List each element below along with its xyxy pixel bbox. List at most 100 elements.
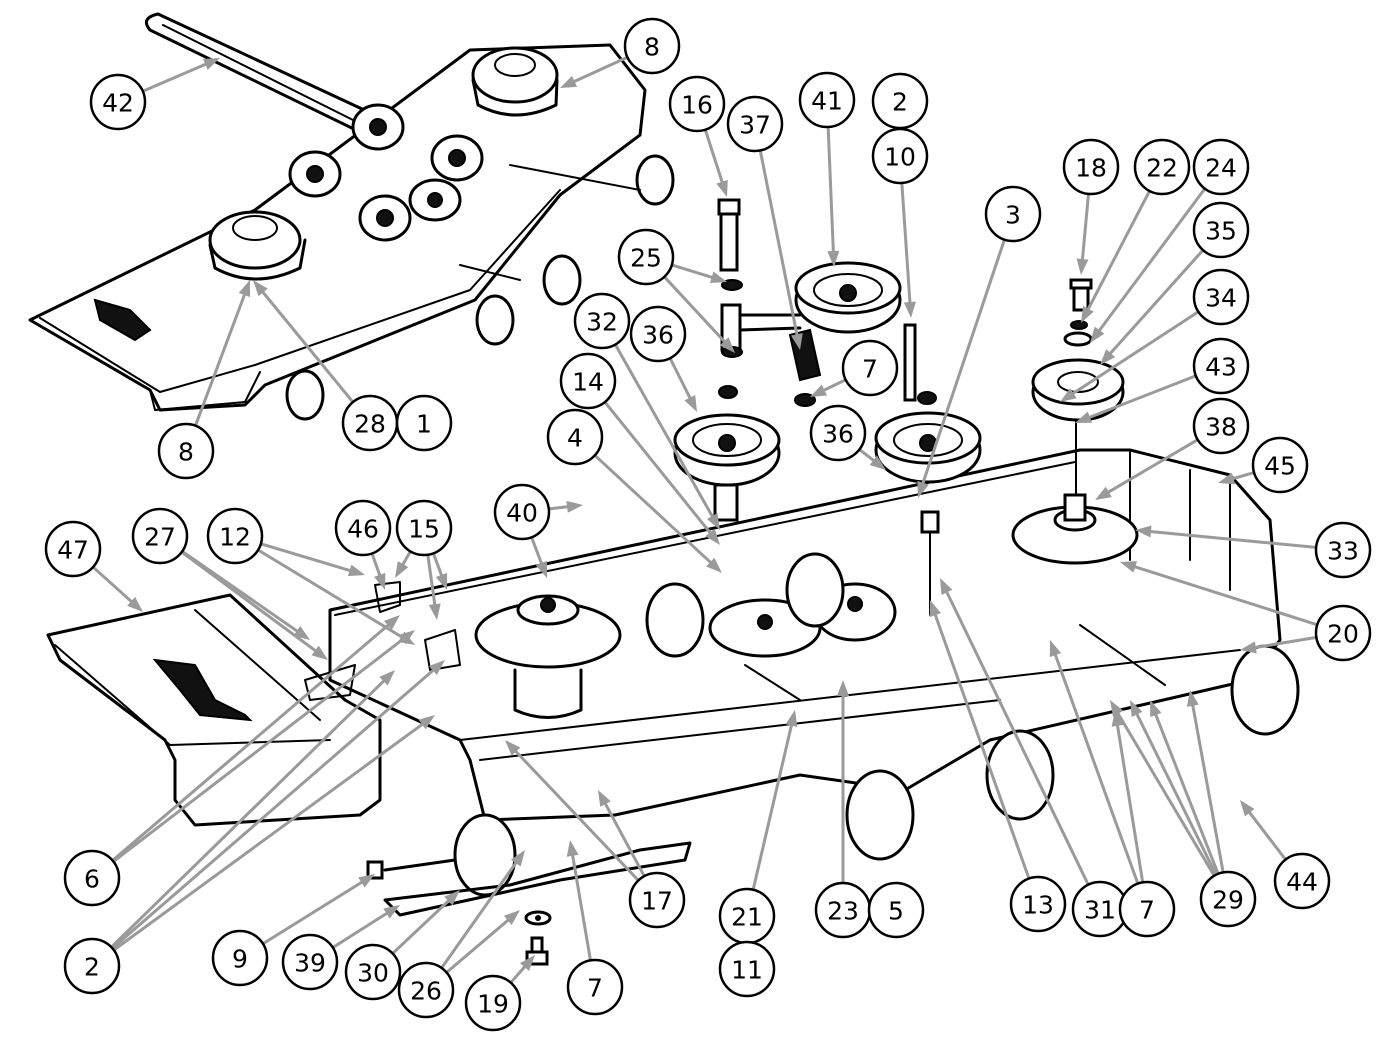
leader-arrowhead-22 [1081, 306, 1094, 323]
leader-line-25 [663, 275, 730, 347]
leader-arrowhead-29 [1150, 700, 1162, 718]
callout-circle [1192, 138, 1250, 196]
leader-arrowhead-37 [790, 333, 803, 350]
callout-23[interactable]: 23 [814, 881, 872, 939]
callout-17[interactable]: 17 [628, 871, 686, 929]
callout-22[interactable]: 22 [1133, 138, 1191, 196]
callout-4[interactable]: 4 [546, 408, 604, 466]
leader-line-20 [1129, 563, 1318, 627]
callout-29[interactable]: 29 [1199, 870, 1257, 928]
callout-2[interactable]: 2 [63, 937, 121, 995]
leader-arrowhead-25 [709, 271, 727, 284]
callout-24[interactable]: 24 [1192, 138, 1250, 196]
callout-13[interactable]: 13 [1009, 875, 1067, 933]
callout-43[interactable]: 43 [1192, 337, 1250, 395]
callout-28[interactable]: 28 [341, 394, 399, 452]
callout-30[interactable]: 30 [344, 943, 402, 1001]
callout-number: 13 [1022, 891, 1054, 920]
callout-14[interactable]: 14 [559, 352, 617, 410]
callout-circle [1273, 852, 1331, 910]
callout-number: 40 [506, 499, 538, 528]
callout-3[interactable]: 3 [984, 185, 1042, 243]
callout-39[interactable]: 39 [281, 933, 339, 991]
callout-40[interactable]: 40 [493, 483, 551, 541]
callout-7[interactable]: 7 [841, 339, 899, 397]
callout-6[interactable]: 6 [63, 849, 121, 907]
callout-33[interactable]: 33 [1314, 521, 1372, 579]
leader-line-26 [440, 857, 521, 969]
callout-9[interactable]: 9 [211, 929, 269, 987]
callout-31[interactable]: 31 [1071, 880, 1129, 938]
callout-26[interactable]: 26 [397, 961, 455, 1019]
leader-line-35 [1105, 249, 1205, 359]
leader-arrowhead-28 [253, 280, 268, 297]
leader-line-4 [593, 454, 716, 568]
callout-11[interactable]: 11 [718, 940, 776, 998]
callout-7[interactable]: 7 [566, 958, 624, 1016]
callout-circle [546, 408, 604, 466]
callout-number: 19 [477, 990, 509, 1019]
leader-arrowhead-19 [519, 955, 535, 971]
callout-38[interactable]: 38 [1192, 397, 1250, 455]
leader-arrowhead-25 [719, 337, 735, 353]
leader-arrowhead-43 [1075, 411, 1093, 423]
callout-12[interactable]: 12 [206, 507, 264, 565]
callout-number: 9 [232, 945, 248, 974]
leader-line-20 [1249, 635, 1317, 650]
callout-8[interactable]: 8 [623, 17, 681, 75]
callout-42[interactable]: 42 [89, 73, 147, 131]
callout-15[interactable]: 15 [395, 499, 453, 557]
leader-arrowhead-2 [379, 670, 395, 686]
callout-44[interactable]: 44 [1273, 852, 1331, 910]
callout-16[interactable]: 16 [668, 75, 726, 133]
callout-circle [281, 933, 339, 991]
leader-lines [92, 55, 1318, 984]
callout-circle [566, 958, 624, 1016]
callout-2[interactable]: 2 [871, 72, 929, 130]
callout-27[interactable]: 27 [131, 507, 189, 565]
callout-32[interactable]: 32 [573, 292, 631, 350]
callout-34[interactable]: 34 [1192, 268, 1250, 326]
leader-arrowhead-21 [785, 710, 798, 727]
callout-37[interactable]: 37 [726, 95, 784, 153]
callout-7[interactable]: 7 [1118, 880, 1176, 938]
callout-35[interactable]: 35 [1192, 201, 1250, 259]
callout-5[interactable]: 5 [867, 881, 925, 939]
callout-number: 34 [1205, 284, 1237, 313]
callout-19[interactable]: 19 [464, 974, 522, 1032]
callout-36[interactable]: 36 [629, 305, 687, 363]
callout-circle [157, 422, 215, 480]
leader-arrowhead-8 [238, 280, 251, 298]
callout-36[interactable]: 36 [809, 404, 867, 462]
leader-arrowhead-18 [1076, 258, 1089, 275]
callout-circle [867, 881, 925, 939]
callout-10[interactable]: 10 [871, 127, 929, 185]
callout-circle [211, 929, 269, 987]
callout-circle [726, 95, 784, 153]
callout-46[interactable]: 46 [334, 499, 392, 557]
callout-circle [984, 185, 1042, 243]
callout-47[interactable]: 47 [44, 520, 102, 578]
callout-circle [1251, 436, 1309, 494]
callout-number: 35 [1205, 217, 1237, 246]
callout-number: 29 [1212, 886, 1244, 915]
leader-arrowhead-36 [684, 395, 697, 412]
callout-number: 26 [410, 977, 442, 1006]
callout-circle [395, 394, 453, 452]
leader-line-15 [426, 554, 438, 611]
callout-1[interactable]: 1 [395, 394, 453, 452]
callout-41[interactable]: 41 [798, 71, 856, 129]
callout-18[interactable]: 18 [1062, 138, 1120, 196]
callout-number: 21 [731, 903, 763, 932]
callout-45[interactable]: 45 [1251, 436, 1309, 494]
callout-8[interactable]: 8 [157, 422, 215, 480]
leader-line-28 [258, 286, 355, 404]
callout-20[interactable]: 20 [1314, 604, 1372, 662]
callout-21[interactable]: 21 [718, 887, 776, 945]
leader-line-12 [260, 542, 356, 574]
callout-25[interactable]: 25 [617, 228, 675, 286]
callout-number: 6 [84, 865, 100, 894]
leader-arrowhead-6 [383, 615, 400, 630]
leader-line-9 [262, 878, 368, 946]
